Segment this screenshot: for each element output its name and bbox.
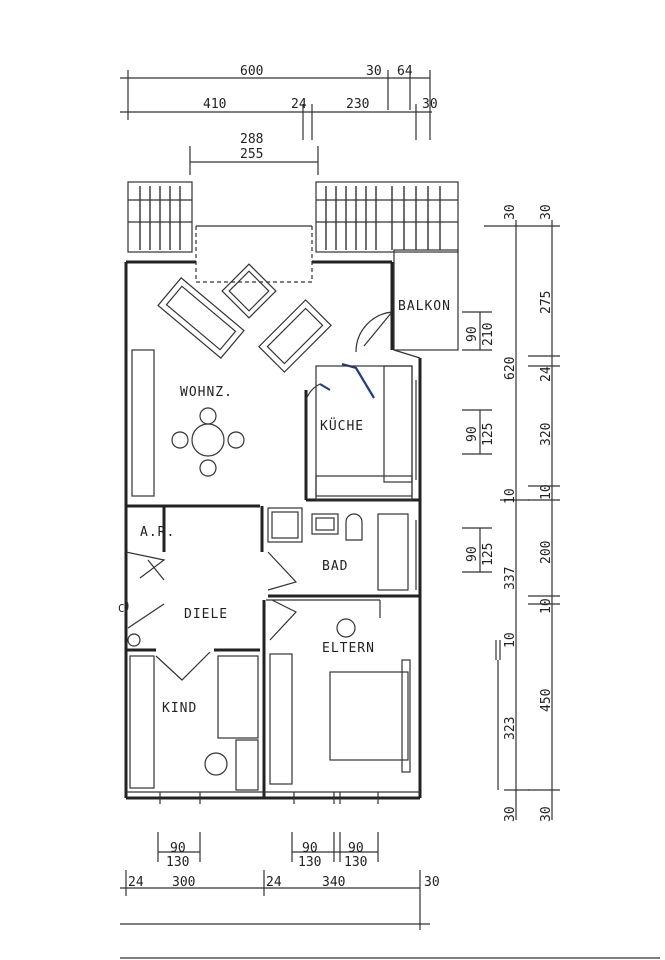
dim-m-30: 30 [503, 204, 518, 220]
dim-door-bal-210: 210 [481, 323, 496, 346]
balcony-railing-left [127, 181, 193, 253]
dim-o-200: 200 [539, 541, 554, 564]
outer-walls [124, 249, 459, 800]
room-label-storage: A.R. [140, 525, 175, 540]
right-dim-inner-labels: 90 210 90 125 90 125 10 323 [465, 323, 518, 740]
dim-top-64: 64 [397, 64, 413, 79]
dim-top-30: 30 [366, 64, 382, 79]
bottom-dimensions [120, 832, 660, 959]
room-label-child: KIND [162, 701, 197, 716]
armchair-top [221, 263, 277, 319]
storage-walls [125, 504, 260, 579]
lower-walls [126, 599, 381, 798]
bath-walls [260, 506, 420, 598]
dim-o-24: 24 [539, 366, 554, 382]
dim-top-30b: 30 [422, 97, 438, 112]
dim-kind-130: 130 [166, 855, 189, 870]
dim-r-323: 323 [503, 717, 518, 740]
room-label-living: WOHNZ. [180, 385, 233, 400]
room-label-kitchen: KÜCHE [320, 417, 364, 434]
room-label-parents: ELTERN [322, 641, 375, 656]
dim-bottom-340: 340 [322, 875, 345, 890]
dim-bottom-300: 300 [172, 875, 195, 890]
dim-window-255: 255 [240, 147, 263, 162]
dim-win-kue-125: 125 [481, 423, 496, 446]
sideboard [131, 349, 155, 497]
balcony-railing-right [315, 181, 459, 253]
dim-eltern-90a: 90 [302, 841, 318, 856]
dim-win-bad-125: 125 [481, 543, 496, 566]
dim-top-600: 600 [240, 64, 263, 79]
dim-eltern-90b: 90 [348, 841, 364, 856]
dim-top-230: 230 [346, 97, 369, 112]
dim-door-bal-90: 90 [465, 326, 480, 342]
sofa-right [258, 299, 332, 373]
parents-room-furniture [269, 618, 411, 785]
dining-table [171, 407, 245, 477]
dim-win-kue-90: 90 [465, 426, 480, 442]
dim-m-10: 10 [503, 488, 518, 504]
room-label-balcony: BALKON [398, 299, 451, 314]
child-room-furniture [129, 655, 259, 791]
dim-m-620: 620 [503, 357, 518, 380]
window-bay [195, 225, 313, 283]
dim-top-410: 410 [203, 97, 226, 112]
kitchen-walls [304, 362, 420, 502]
dim-o-10b: 10 [539, 598, 554, 614]
dim-bottom-30: 30 [424, 875, 440, 890]
room-label-hall: DIELE [184, 607, 228, 622]
dim-top-24: 24 [291, 97, 307, 112]
svg-text:C: C [118, 602, 125, 615]
right-dim-outer-labels: 30 275 24 320 10 200 10 450 30 [539, 204, 554, 822]
balcony-door [355, 311, 393, 353]
dim-o-30b: 30 [539, 806, 554, 822]
dim-m-337: 337 [503, 567, 518, 590]
dim-bottom-24b: 24 [266, 875, 282, 890]
dim-o-320: 320 [539, 423, 554, 446]
dim-o-10: 10 [539, 484, 554, 500]
top-dimensions [120, 70, 432, 175]
hall-doors: C [118, 559, 297, 681]
dim-m-30b: 30 [503, 806, 518, 822]
dim-o-450: 450 [539, 689, 554, 712]
dim-bottom-24a: 24 [128, 875, 144, 890]
room-label-bath: BAD [322, 559, 348, 574]
bottom-windows [126, 791, 420, 804]
dim-o-30: 30 [539, 204, 554, 220]
dim-eltern-130a: 130 [298, 855, 321, 870]
dim-r-10: 10 [503, 632, 518, 648]
dim-kind-90: 90 [170, 841, 186, 856]
dim-window-288: 288 [240, 132, 263, 147]
dim-o-275: 275 [539, 291, 554, 314]
right-dim-mid-labels: 30 620 10 337 30 [503, 204, 518, 822]
right-dimensions [462, 220, 560, 820]
dim-win-bad-90: 90 [465, 546, 480, 562]
sofa-left [157, 277, 245, 359]
dim-eltern-130b: 130 [344, 855, 367, 870]
